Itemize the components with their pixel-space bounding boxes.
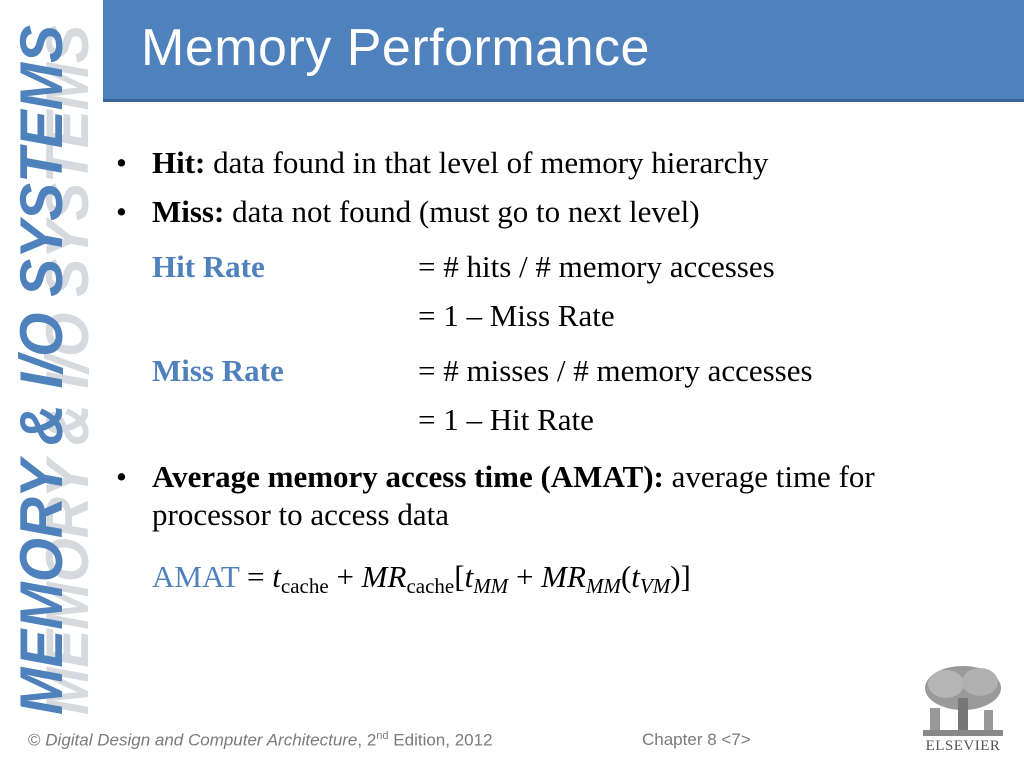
formula-t-3: t — [631, 559, 640, 594]
edition-suffix: Edition, 2012 — [388, 730, 493, 750]
hit-term: Hit: — [152, 145, 206, 180]
miss-rate-eq1: = # misses / # memory accesses — [418, 353, 813, 388]
sidebar-text-graphic: MEMORY & I/O SYSTEMS MEMORY & I/O SYSTEM… — [8, 25, 100, 715]
sidebar-text: MEMORY & I/O SYSTEMS — [8, 25, 75, 715]
formula-plus-2: + — [508, 559, 542, 594]
miss-rate-eq2: = 1 – Hit Rate — [418, 402, 594, 437]
formula-sub-cache: cache — [280, 574, 329, 598]
formula-paren-open: ( — [620, 559, 632, 594]
sidebar-text-shadow: MEMORY & I/O SYSTEMS — [34, 25, 100, 715]
book-title: Digital Design and Computer Architecture — [45, 730, 358, 750]
formula-sub-vm: VM — [639, 574, 671, 598]
formula-t-2: t — [464, 559, 474, 594]
sidebar-banner: MEMORY & I/O SYSTEMS MEMORY & I/O SYSTEM… — [0, 0, 100, 768]
hit-rate-eq1: = # hits / # memory accesses — [418, 249, 775, 284]
elsevier-wordmark: ELSEVIER — [925, 738, 1001, 754]
amat-formula: AMAT = tcache + MRcache[tMM + MRMM(tVM)] — [152, 558, 691, 605]
formula-mr-2: MR — [541, 559, 586, 594]
title-bar: Memory Performance — [103, 0, 1024, 102]
tree-logo-icon — [918, 662, 1008, 738]
edition-sup: nd — [376, 730, 389, 742]
amat-formula-label: AMAT — [152, 559, 240, 594]
hit-rate-label: Hit Rate — [152, 249, 265, 284]
footer-citation: © Digital Design and Computer Architectu… — [28, 730, 493, 751]
bullet-dot-icon: • — [116, 194, 127, 229]
formula-mr: MR — [361, 559, 407, 594]
amat-text: average time for processor to access dat… — [152, 459, 875, 532]
miss-term: Miss: — [152, 194, 225, 229]
miss-rate-label: Miss Rate — [152, 353, 284, 388]
formula-close: )] — [670, 559, 691, 594]
elsevier-logo: ELSEVIER — [918, 662, 1008, 754]
formula-plus: + — [328, 559, 362, 594]
hit-text: data found in that level of memory hiera… — [205, 145, 769, 180]
page-title: Memory Performance — [141, 19, 650, 77]
chapter-label: Chapter 8 <7> — [642, 730, 751, 749]
formula-t: t — [272, 559, 281, 594]
edition-prefix: , 2 — [357, 730, 377, 750]
copyright-symbol: © — [28, 730, 41, 750]
hit-rate-eq2: = 1 – Miss Rate — [418, 298, 615, 333]
formula-sub-mm: MM — [473, 574, 509, 598]
amat-term: Average memory access time — [152, 459, 533, 494]
bullet-dot-icon: • — [116, 459, 127, 494]
formula-equals: = — [239, 559, 273, 594]
bullet-dot-icon: • — [116, 145, 127, 180]
formula-sub-mm-2: MM — [585, 574, 621, 598]
formula-bracket-open: [ — [454, 559, 465, 594]
miss-text: data not found (must go to next level) — [224, 194, 700, 229]
amat-term-abbrev: (AMAT): — [532, 459, 664, 494]
formula-sub-cache-2: cache — [406, 574, 455, 598]
